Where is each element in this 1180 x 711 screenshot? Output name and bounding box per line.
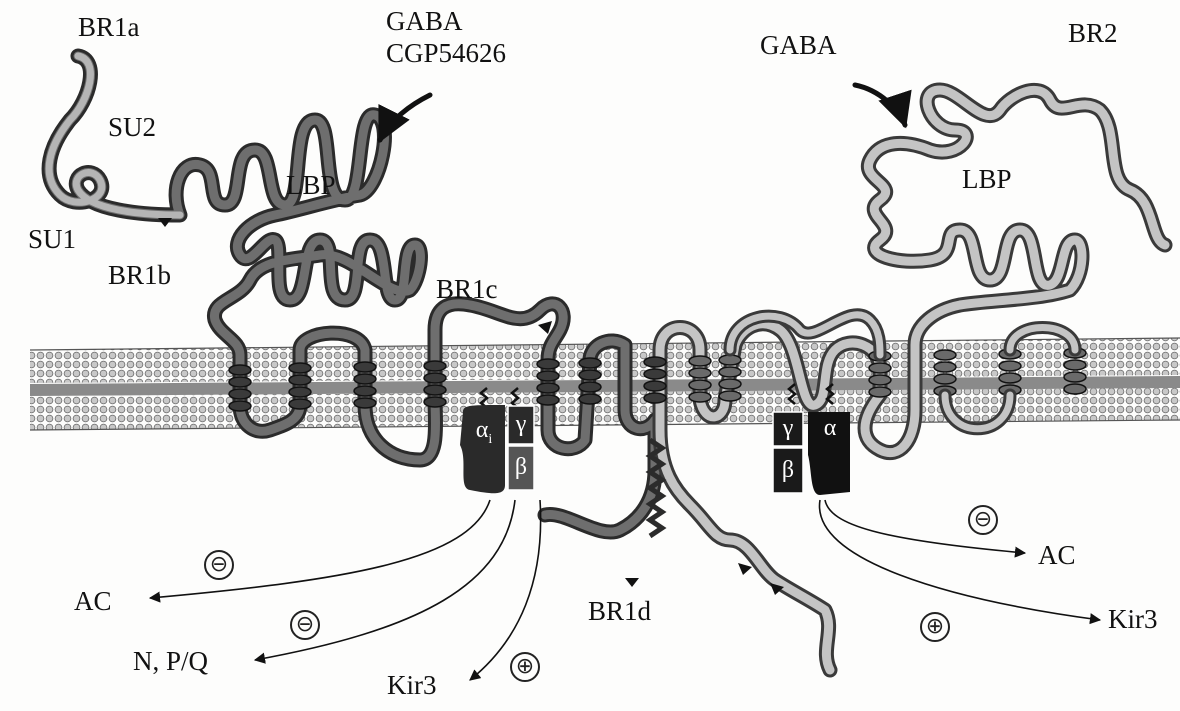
sign-inhibit-ac-right: ⊖	[968, 505, 998, 535]
arrow-ac-left	[150, 500, 490, 598]
g-alpha-right-label: α	[812, 416, 848, 440]
sign-inhibit-ac-left: ⊖	[204, 550, 234, 580]
sign-activate-kir3-right: ⊕	[920, 612, 950, 642]
sign-activate-kir3-left: ⊕	[510, 652, 540, 682]
effector-ac-right: AC	[1038, 542, 1076, 569]
marker-br2-a	[738, 563, 752, 575]
label-cgp54626: CGP54626	[386, 40, 506, 67]
effector-npq: N, P/Q	[133, 648, 208, 675]
label-br1a: BR1a	[78, 14, 140, 41]
label-br2: BR2	[1068, 20, 1118, 47]
marker-br1c	[538, 321, 552, 334]
label-br1d: BR1d	[588, 598, 651, 625]
label-br1b: BR1b	[108, 262, 171, 289]
gaba-arrows	[380, 85, 905, 140]
effector-kir3-right: Kir3	[1108, 606, 1158, 633]
sign-inhibit-npq: ⊖	[290, 610, 320, 640]
label-lbp-right: LBP	[962, 166, 1012, 193]
g-gamma-left-label: γ	[508, 412, 534, 436]
label-lbp-left: LBP	[286, 172, 336, 199]
gaba-arrow-right	[855, 85, 905, 125]
g-gamma-right-label: γ	[773, 416, 803, 440]
marker-br1b	[158, 218, 172, 227]
g-beta-left-label: β	[508, 455, 534, 479]
label-gaba-right: GABA	[760, 32, 837, 59]
effector-ac-left: AC	[74, 588, 112, 615]
g-alpha-i-label: αi	[466, 418, 502, 447]
label-su2: SU2	[108, 114, 156, 141]
g-beta-right-label: β	[773, 458, 803, 482]
label-su1: SU1	[28, 226, 76, 253]
marker-br1d	[625, 578, 639, 587]
effector-kir3-left: Kir3	[387, 672, 437, 699]
label-br1c: BR1c	[436, 276, 498, 303]
label-gaba-left: GABA	[386, 8, 463, 35]
